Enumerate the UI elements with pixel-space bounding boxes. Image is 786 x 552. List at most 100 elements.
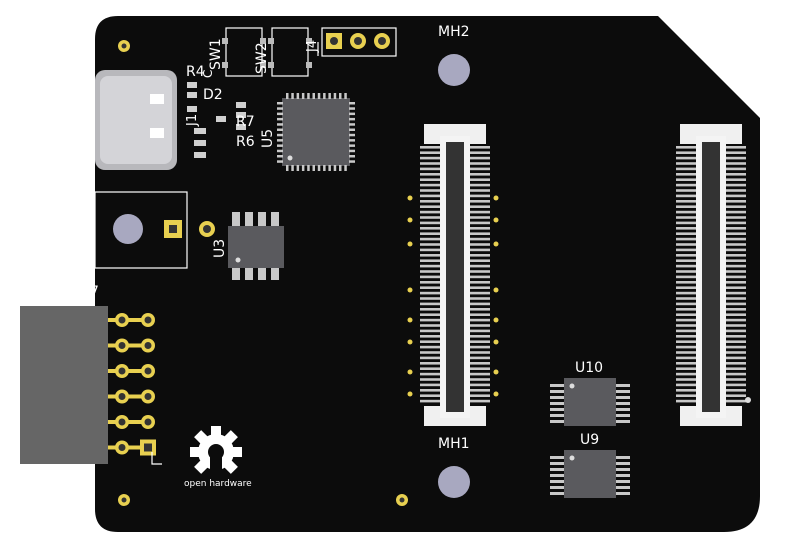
connector-pin [676, 302, 698, 306]
ic-pin [614, 486, 630, 489]
connector-pin [468, 378, 490, 381]
connector-pin [468, 302, 490, 306]
connector-pin [724, 173, 746, 176]
connector-pin [468, 216, 490, 219]
connector-pin [420, 324, 442, 327]
connector-pin [676, 378, 698, 381]
usb-c-connector [95, 70, 177, 170]
connector-pin [420, 394, 442, 397]
ic-pin [328, 165, 331, 171]
connector-pin [724, 205, 746, 208]
ic-pin [333, 165, 337, 171]
connector-pin [724, 378, 746, 381]
via [493, 241, 499, 247]
connector-pin [420, 372, 442, 376]
connector-pin [468, 194, 490, 198]
connector-pin [676, 194, 698, 198]
connector-pin [676, 156, 698, 160]
connector-pin [468, 200, 490, 203]
ic-pin [349, 155, 355, 158]
via [407, 369, 413, 375]
connector-hole [144, 443, 152, 452]
connector-pin [724, 259, 746, 262]
ic-pin [550, 414, 566, 417]
connector-pin [676, 254, 698, 257]
connector-pin [420, 329, 442, 333]
connector-pin [724, 248, 746, 252]
connector-pin [420, 243, 442, 246]
connector-pin [420, 183, 442, 187]
connector-pin [420, 378, 442, 381]
connector-pin [468, 394, 490, 397]
ic-pin [614, 384, 630, 387]
connector-pin [468, 173, 490, 176]
connector-pin [676, 227, 698, 230]
connector-pin [420, 383, 442, 387]
via [493, 391, 499, 397]
ic-pin [291, 165, 294, 171]
connector-pin [468, 167, 490, 171]
connector-pin [468, 227, 490, 230]
via [407, 317, 413, 323]
connector-pin [468, 291, 490, 295]
connector-pin [468, 259, 490, 262]
connector-pin [676, 173, 698, 176]
ic-u9 [550, 450, 630, 498]
silk-marks [151, 42, 319, 465]
connector-pin [724, 232, 746, 235]
connector-pin [420, 275, 442, 279]
connector-pin [676, 367, 698, 370]
connector-pin [676, 308, 698, 311]
via [493, 339, 499, 345]
connector-pin [724, 237, 746, 241]
connector-pin [420, 167, 442, 171]
connector-pin [724, 351, 746, 354]
logo-text: open hardware [184, 479, 252, 489]
connector-pin [676, 297, 698, 300]
ic-pin [277, 112, 283, 116]
connector-pin [676, 329, 698, 333]
connector-pin [676, 221, 698, 225]
ic-pin [550, 456, 566, 459]
connector-pin [468, 329, 490, 333]
label-d2: D2 [203, 87, 223, 103]
connector-pin [468, 146, 490, 149]
smd-pads-usb [187, 82, 246, 158]
connector-pin [724, 162, 746, 165]
label-c: C [201, 70, 215, 78]
ic-pin [614, 468, 630, 471]
label-u9: U9 [580, 432, 599, 448]
ic-pin [614, 492, 630, 495]
connector-pin [420, 162, 442, 165]
connector-pin [724, 264, 746, 268]
connector-pin [468, 237, 490, 241]
connector-pin [724, 302, 746, 306]
connector-pin [468, 367, 490, 370]
connector-hole [144, 316, 152, 324]
label-j4: J4 [305, 40, 320, 53]
ic-pin [349, 102, 355, 105]
ic-pin [339, 165, 342, 171]
connector-pin [468, 248, 490, 252]
connector-pin [420, 340, 442, 343]
connector-pin [676, 151, 698, 154]
ic-pin [286, 93, 289, 99]
connector-pin [724, 318, 746, 322]
connector-pin [468, 189, 490, 192]
ic-pin1-mark [569, 383, 575, 389]
label-sw1: SW1 [208, 38, 224, 70]
connector-hole [144, 367, 152, 375]
connector-pin [676, 270, 698, 273]
connector-pin [724, 394, 746, 397]
connector-pin [420, 389, 442, 392]
connector-pin [676, 291, 698, 295]
connector-pin [676, 351, 698, 354]
ic-pin [349, 117, 355, 121]
connector-slot [446, 142, 464, 412]
ic-pin [277, 128, 283, 131]
connector-pin [420, 286, 442, 289]
ic-pin [550, 408, 566, 411]
label-r6: R6 [236, 134, 255, 150]
label-u10: U10 [575, 360, 603, 376]
ic-pin [296, 165, 300, 171]
